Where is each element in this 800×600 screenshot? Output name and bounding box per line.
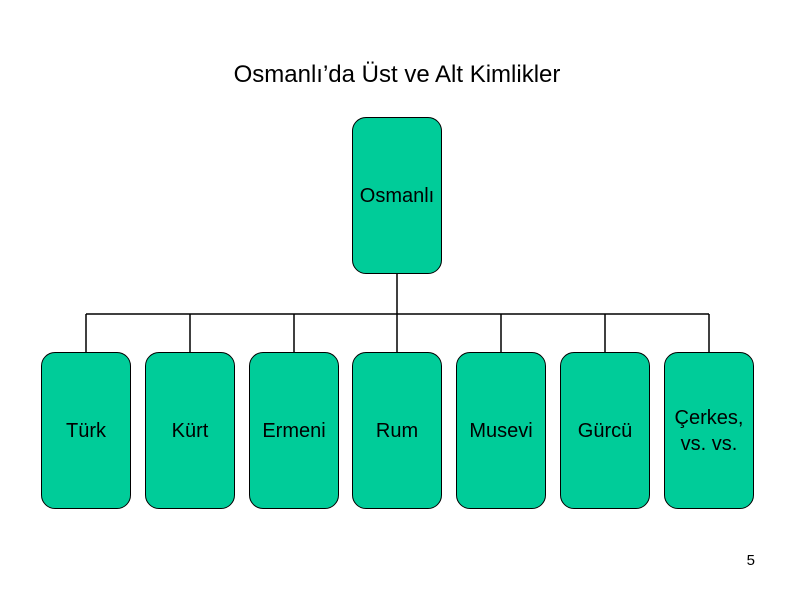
child-node-musevi: Musevi (456, 352, 546, 509)
child-node-kurt: Kürt (145, 352, 235, 509)
child-node-cerkes: Çerkes, vs. vs. (664, 352, 754, 509)
child-node-label: Kürt (171, 419, 209, 442)
child-node-label: Çerkes, vs. vs. (674, 406, 744, 455)
child-node-rum: Rum (352, 352, 442, 509)
child-node-ermeni: Ermeni (249, 352, 339, 509)
child-node-label: Türk (66, 419, 106, 442)
child-node-label: Rum (375, 419, 419, 442)
root-node-label: Osmanlı (359, 184, 435, 207)
root-node-osmanli: Osmanlı (352, 117, 442, 274)
child-node-label: Musevi (469, 419, 533, 442)
child-node-turk: Türk (41, 352, 131, 509)
child-node-label: Gürcü (577, 419, 633, 442)
page-number: 5 (746, 552, 755, 569)
child-node-gurcu: Gürcü (560, 352, 650, 509)
child-node-label: Ermeni (262, 419, 326, 442)
slide-title: Osmanlı’da Üst ve Alt Kimlikler (233, 61, 561, 88)
